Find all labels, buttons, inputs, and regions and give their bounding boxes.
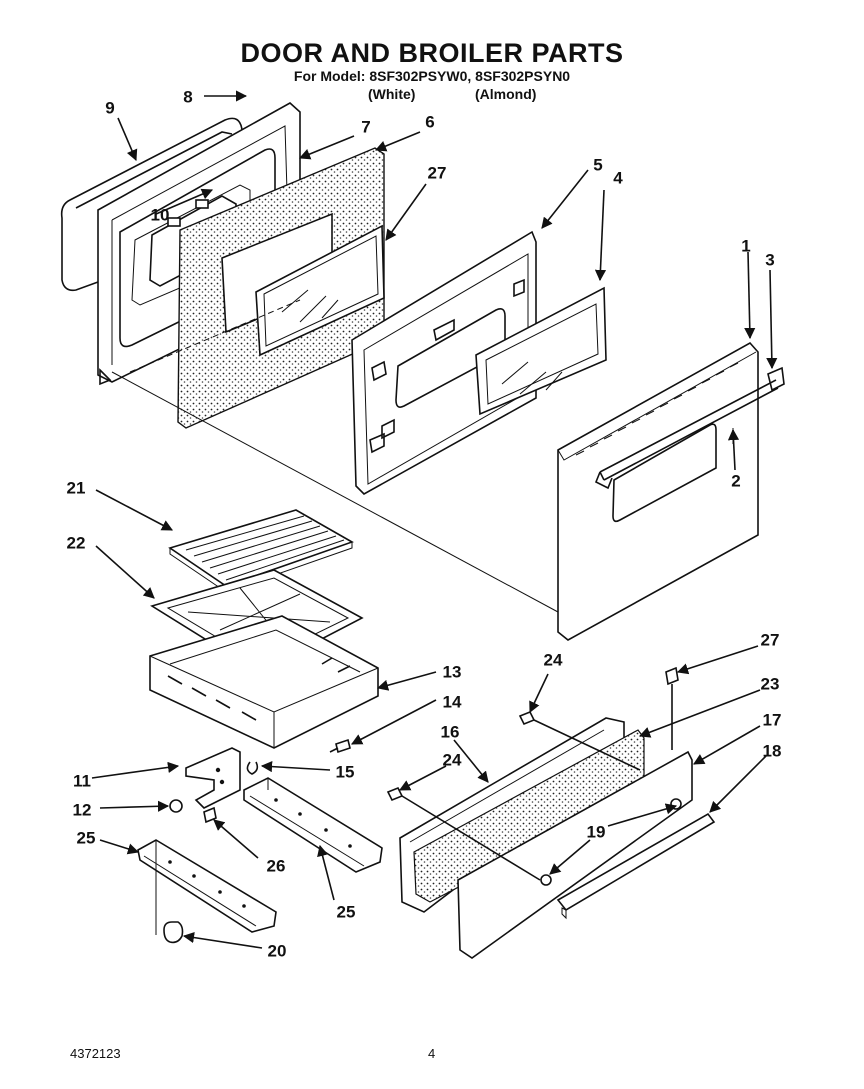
page-number: 4 xyxy=(428,1046,436,1061)
callout-5: 5 xyxy=(593,155,603,175)
inner-window-glass xyxy=(475,286,607,416)
model-line: For Model: 8SF302PSYW0, 8SF302PSYN0 xyxy=(293,68,571,84)
broiler-bracket-11 xyxy=(185,747,241,809)
screw-27 xyxy=(665,666,679,750)
screw-24-lower xyxy=(386,786,541,881)
callout-19: 19 xyxy=(586,822,606,842)
broiler-drawer xyxy=(149,615,379,749)
nut-19-lower xyxy=(540,874,552,886)
callout-11: 11 xyxy=(73,771,91,791)
callout-15: 15 xyxy=(335,762,355,782)
callout-6: 6 xyxy=(425,112,435,132)
roller-20 xyxy=(163,921,184,944)
page-title: DOOR AND BROILER PARTS xyxy=(240,38,624,68)
clip-15 xyxy=(246,761,259,775)
callout-8: 8 xyxy=(183,87,193,107)
callout-23: 23 xyxy=(760,674,780,694)
callout-22: 22 xyxy=(66,533,86,553)
inner-door-panel xyxy=(351,230,537,495)
drawer-rail-left xyxy=(137,839,277,933)
callout-2: 2 xyxy=(731,471,741,491)
broiler-door-handle-18 xyxy=(556,812,716,912)
callout-7: 7 xyxy=(361,117,371,137)
callout-21: 21 xyxy=(66,478,86,498)
callout-17: 17 xyxy=(762,710,782,730)
screw-26 xyxy=(203,806,217,824)
callout-14: 14 xyxy=(442,692,462,712)
variant-almond: (Almond) xyxy=(475,86,537,102)
callout-20: 20 xyxy=(267,941,287,961)
document-number: 4372123 xyxy=(70,1046,121,1061)
callout-24-upper: 24 xyxy=(543,650,563,670)
variant-white: (White) xyxy=(368,86,416,102)
callout-1: 1 xyxy=(741,236,751,256)
callout-25-left: 25 xyxy=(76,828,96,848)
callout-18: 18 xyxy=(762,741,782,761)
wheel-12 xyxy=(169,799,183,813)
door-handle xyxy=(594,379,779,490)
callout-26: 26 xyxy=(266,856,286,876)
broiler-door-outer-17 xyxy=(457,750,693,959)
callout-27-upper: 27 xyxy=(427,163,447,183)
callout-9: 9 xyxy=(105,98,115,118)
callout-25-right: 25 xyxy=(336,902,356,922)
callout-10: 10 xyxy=(150,205,170,225)
screw-14 xyxy=(329,738,351,754)
callout-24-lower: 24 xyxy=(442,750,462,770)
callout-13: 13 xyxy=(442,662,462,682)
callout-4: 4 xyxy=(613,168,623,188)
callout-27-lower: 27 xyxy=(760,630,780,650)
outer-door xyxy=(557,341,759,641)
callout-3: 3 xyxy=(765,250,775,270)
screw-24-upper xyxy=(518,710,641,771)
door-window-glass xyxy=(255,224,385,357)
callout-12: 12 xyxy=(72,800,92,820)
callout-16: 16 xyxy=(440,722,460,742)
drawer-rail-right xyxy=(243,777,383,873)
